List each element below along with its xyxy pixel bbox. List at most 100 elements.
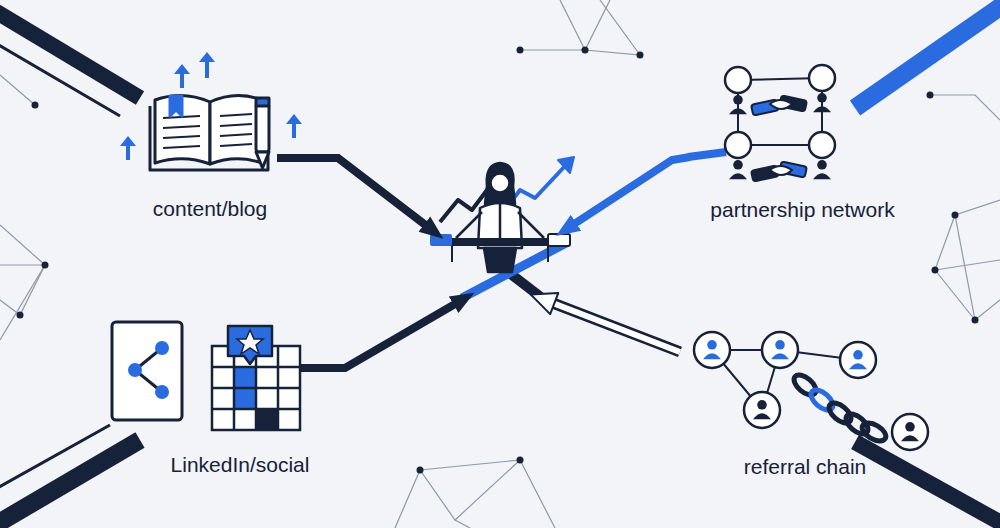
network-mesh	[455, 520, 470, 528]
trend-line	[558, 157, 574, 173]
referral-person	[703, 340, 919, 441]
pen-icon	[256, 152, 269, 168]
desk-bar	[444, 238, 556, 246]
cross-band	[462, 242, 568, 298]
book-icon	[163, 126, 200, 128]
growth-arrow	[120, 136, 136, 160]
desk-bar	[547, 246, 549, 262]
presenter-figure	[456, 212, 482, 238]
flow-arrow	[330, 300, 462, 368]
calendar-grid	[212, 346, 300, 430]
growth-arrow	[174, 64, 190, 88]
network-mesh	[0, 264, 45, 265]
arrow-stub	[277, 152, 726, 368]
star-badge	[237, 330, 263, 354]
book-icon	[170, 96, 182, 116]
mesh-dot	[17, 47, 979, 474]
source-channel: content/blog	[110, 50, 310, 222]
flow-arrow	[568, 157, 690, 228]
label-stack: content/blog	[110, 196, 310, 222]
referral-person	[703, 340, 721, 359]
handshake-icon	[770, 166, 792, 175]
partner-person	[813, 93, 831, 112]
partner-circle	[725, 67, 751, 93]
partner-circle	[809, 132, 835, 158]
growth-arrow	[120, 52, 302, 160]
book-icon	[220, 134, 252, 136]
network-mesh	[0, 265, 45, 340]
channel-label: content/blog	[153, 196, 267, 222]
referral-circle	[892, 414, 928, 450]
calendar-grid	[234, 388, 256, 409]
mesh-dot	[637, 52, 644, 59]
partner-person	[813, 160, 831, 179]
presenter-figure	[456, 163, 544, 272]
corner-band	[0, 425, 110, 492]
network-mesh	[585, 0, 610, 50]
calendar-grid	[212, 346, 300, 430]
referral-person	[901, 422, 919, 441]
referral-person	[771, 340, 789, 359]
chain-link	[791, 371, 820, 398]
corner-band	[855, 0, 1000, 108]
growth-arrow	[199, 52, 215, 78]
mesh-dot	[517, 47, 524, 54]
arrow-outline	[545, 300, 680, 352]
desk-bar	[430, 234, 570, 262]
share-icon	[155, 341, 169, 355]
corner-band	[0, 40, 120, 116]
arrow-stub	[300, 364, 332, 372]
network-mesh	[520, 49, 585, 50]
desk-bar	[451, 246, 453, 262]
flow-arrow	[545, 300, 680, 352]
chain-link	[859, 419, 889, 444]
arrow-shaft	[310, 158, 432, 230]
book-icon	[220, 124, 252, 126]
partner-link	[738, 78, 822, 145]
flow-arrow	[310, 158, 432, 230]
label-stack: LinkedIn/social	[150, 452, 330, 478]
source-channel: referral chain	[680, 325, 930, 480]
label-stack: partnership network	[690, 197, 915, 223]
referral-circle	[744, 392, 780, 428]
network-mesh	[935, 200, 1000, 320]
referral-circle	[694, 332, 928, 450]
partner-circle	[725, 65, 835, 158]
partner-person	[729, 95, 747, 114]
arrow-shaft	[568, 157, 690, 228]
book-icon	[220, 144, 252, 146]
book-icon	[163, 136, 200, 138]
chain-link	[808, 386, 837, 413]
presenter-figure	[518, 212, 544, 238]
arrow-shaft	[330, 300, 462, 368]
arrow-stub	[688, 152, 726, 157]
desk-bar	[430, 234, 452, 246]
referral-person	[753, 400, 771, 419]
pen-icon	[256, 104, 269, 152]
share-icon	[128, 363, 142, 377]
mesh-dot	[582, 47, 589, 54]
pen-icon	[256, 98, 269, 168]
arrow-shaft	[545, 300, 680, 352]
book-icon	[220, 114, 252, 116]
star-badge	[228, 326, 272, 364]
mesh-dot	[517, 457, 524, 464]
referral-person	[849, 350, 867, 369]
calendar-grid	[256, 409, 278, 430]
presenter-figure	[484, 248, 516, 272]
partner-circle	[725, 132, 751, 158]
partner-person	[729, 93, 831, 179]
network-mesh	[420, 460, 520, 470]
corner-band	[855, 442, 1000, 528]
referral-circle	[762, 332, 798, 368]
network-mesh	[560, 0, 640, 55]
mesh-dot	[952, 212, 959, 219]
partner-circle	[809, 65, 835, 91]
handshake-icon	[770, 100, 792, 109]
mesh-dot	[42, 262, 49, 269]
share-icon	[112, 322, 182, 420]
channel-label: partnership network	[710, 197, 894, 223]
